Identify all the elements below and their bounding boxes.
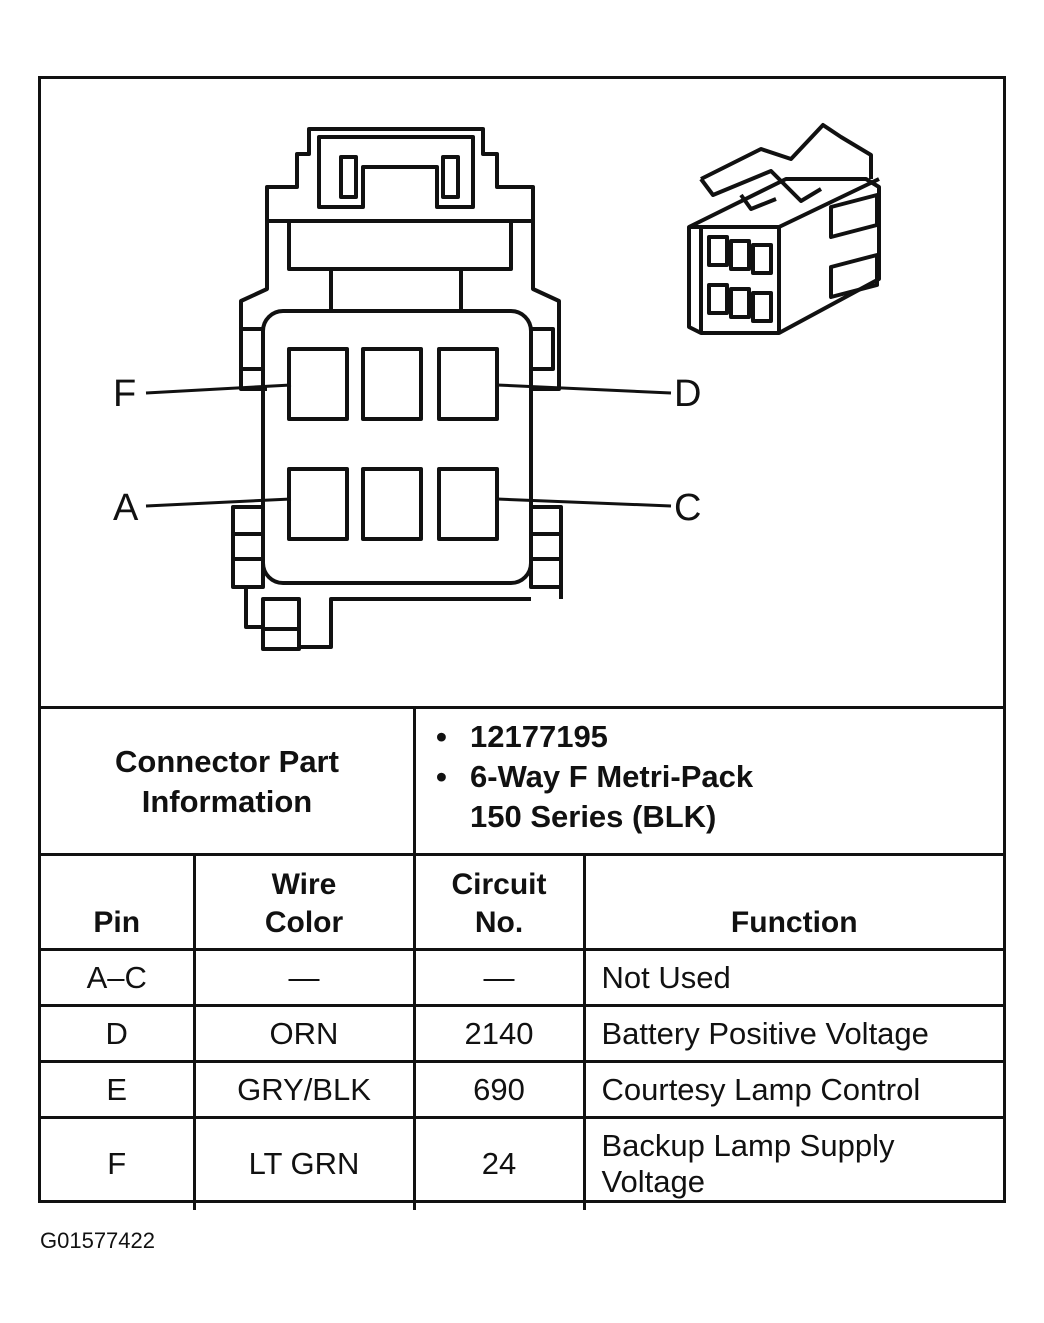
pin-label-f: F [113, 373, 137, 415]
header-wire-color: Wire Color [192, 853, 416, 951]
diagram-frame: F D A C Connector Part Information 12177… [38, 76, 1006, 1210]
connector-info-details: 12177195 6-Way F Metri-Pack 150 Series (… [416, 717, 996, 837]
header-circuit-line1: Circuit [451, 868, 547, 901]
pin-label-c: C [674, 487, 702, 529]
header-wire-color-line1: Wire [271, 868, 337, 901]
circuit-cell: — [412, 948, 586, 1007]
connector-info-heading: Connector Part Information [41, 709, 416, 854]
pin-cell: F [41, 1116, 196, 1210]
connector-isometric-view [687, 123, 881, 335]
table-row: F LT GRN 24 Backup Lamp Supply Voltage [41, 1116, 1003, 1210]
connector-info-heading-line1: Connector Part [115, 743, 339, 779]
function-cell: Backup Lamp Supply Voltage [582, 1116, 1003, 1210]
function-line2: Voltage [601, 1164, 705, 1200]
pin-cell: D [41, 1004, 196, 1063]
circuit-cell: 690 [412, 1060, 586, 1119]
pin-cell: E [41, 1060, 196, 1119]
table-row: D ORN 2140 Battery Positive Voltage [41, 1004, 1003, 1063]
header-function: Function [582, 853, 1003, 951]
table-row: E GRY/BLK 690 Courtesy Lamp Control [41, 1060, 1003, 1119]
header-circuit: Circuit No. [412, 853, 586, 951]
pin-cell: A–C [41, 948, 196, 1007]
connector-face-illustration [145, 123, 881, 651]
connector-part-info: Connector Part Information 12177195 6-Wa… [41, 706, 1003, 854]
function-line1: Backup Lamp Supply [601, 1128, 895, 1164]
connector-info-heading-line2: Information [141, 783, 313, 819]
connector-description-line1: 6-Way F Metri-Pack [470, 759, 754, 794]
table-row: A–C — — Not Used [41, 948, 1003, 1007]
connector-description-line2: 150 Series (BLK) [470, 799, 717, 834]
pin-label-d: D [674, 373, 702, 415]
part-number: 12177195 [436, 717, 996, 757]
function-cell: Battery Positive Voltage [582, 1004, 1003, 1063]
function-cell: Not Used [582, 948, 1003, 1007]
function-cell: Courtesy Lamp Control [582, 1060, 1003, 1119]
connector-description: 6-Way F Metri-Pack 150 Series (BLK) [436, 757, 996, 837]
wire-color-cell: GRY/BLK [192, 1060, 416, 1119]
pin-table: Pin Wire Color Circuit No. Function A–C … [41, 853, 1003, 1210]
figure-id: G01577422 [40, 1228, 155, 1253]
wire-color-cell: — [192, 948, 416, 1007]
pin-table-header: Pin Wire Color Circuit No. Function [41, 853, 1003, 951]
pin-label-a: A [113, 487, 139, 529]
circuit-cell: 24 [412, 1116, 586, 1210]
header-pin: Pin [41, 853, 196, 951]
header-wire-color-line2: Color [264, 906, 344, 939]
connector-drawing: F D A C [41, 79, 1003, 707]
circuit-cell: 2140 [412, 1004, 586, 1063]
wire-color-cell: ORN [192, 1004, 416, 1063]
wire-color-cell: LT GRN [192, 1116, 416, 1210]
header-circuit-line2: No. [474, 906, 524, 939]
